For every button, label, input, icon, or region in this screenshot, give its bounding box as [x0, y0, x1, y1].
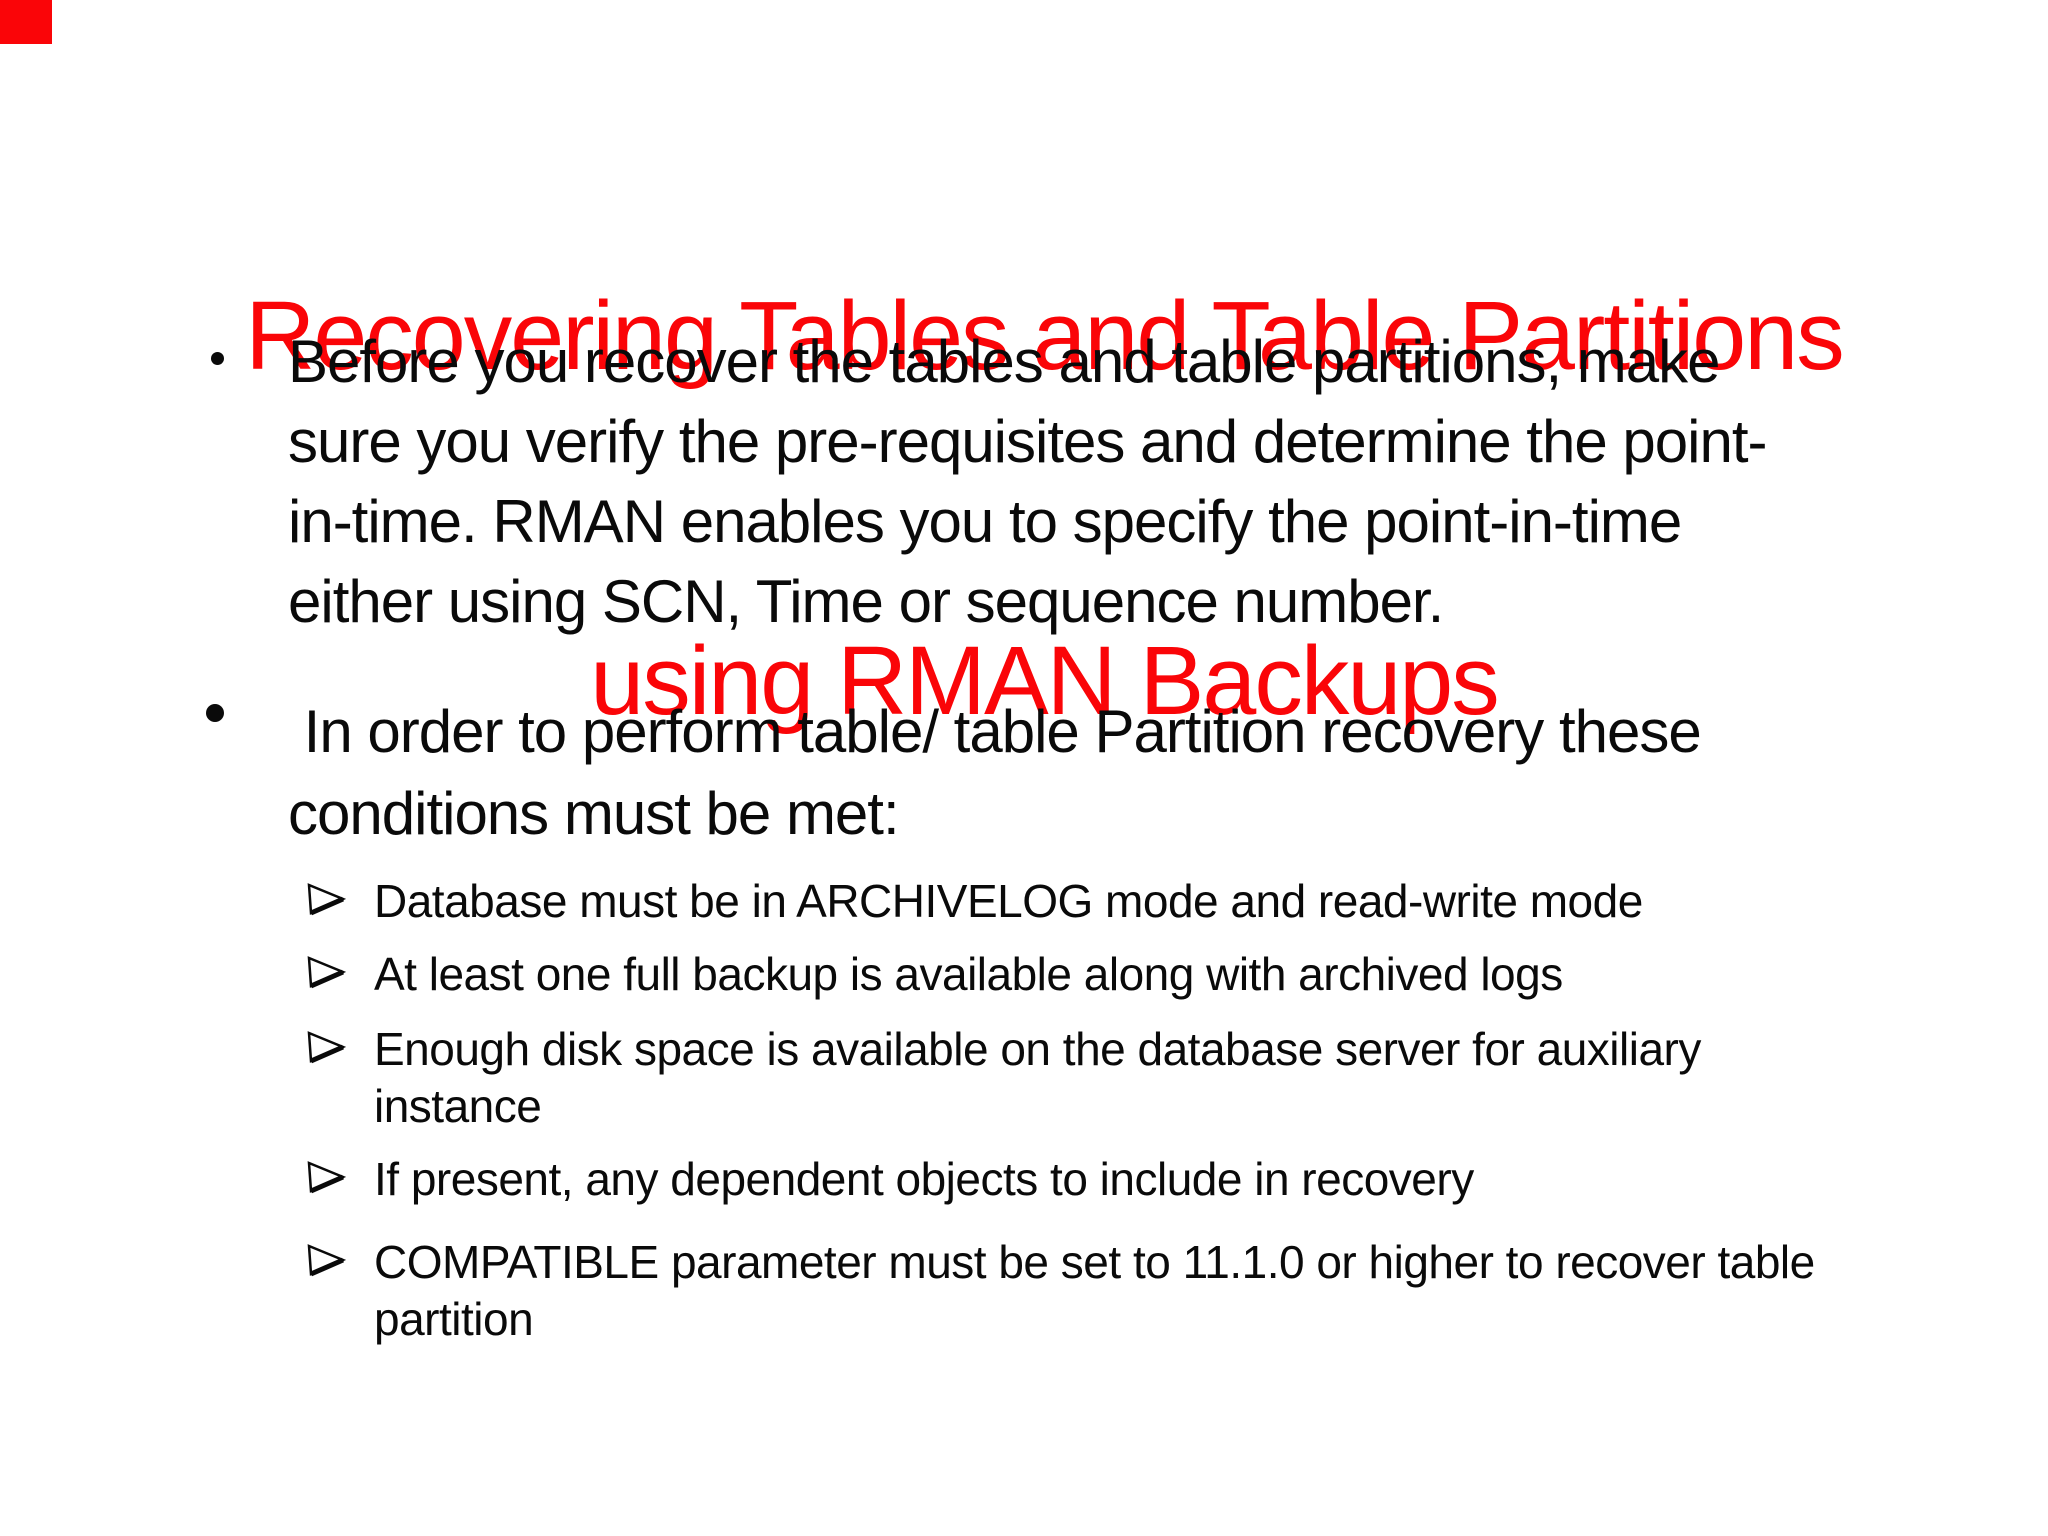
- sub-bullet-text: COMPATIBLE parameter must be set to 11.1…: [374, 1234, 1815, 1348]
- bullet-line: either using SCN, Time or sequence numbe…: [288, 568, 1444, 635]
- sub-bullet-text: Enough disk space is available on the da…: [374, 1021, 1701, 1135]
- sub-bullet-line: If present, any dependent objects to inc…: [374, 1153, 1474, 1205]
- slide-title: Recovering Tables and Table Partitions u…: [20, 48, 2048, 968]
- corner-red-block: [0, 0, 52, 44]
- sub-bullet-text: If present, any dependent objects to inc…: [374, 1151, 1474, 1208]
- slide-title-line-1: Recovering Tables and Table Partitions: [245, 281, 1844, 390]
- bullet-dot: [206, 704, 224, 722]
- sub-bullet-line: COMPATIBLE parameter must be set to 11.1…: [374, 1236, 1815, 1288]
- bullet-paragraph: Before you recover the tables and table …: [288, 322, 2008, 642]
- sub-bullet-line: Enough disk space is available on the da…: [374, 1023, 1701, 1075]
- bullet-line: sure you verify the pre-requisites and d…: [288, 408, 1767, 475]
- sub-bullet-line: At least one full backup is available al…: [374, 948, 1563, 1000]
- arrow-bullet-icon: [307, 883, 346, 916]
- bullet-dot: [211, 352, 224, 365]
- sub-bullet-item: COMPATIBLE parameter must be set to 11.1…: [306, 1234, 1815, 1348]
- arrow-bullet-icon: [307, 1244, 346, 1277]
- sub-bullet-text: Database must be in ARCHIVELOG mode and …: [374, 873, 1643, 930]
- sub-bullet-line: partition: [374, 1293, 534, 1345]
- sub-bullet-item: At least one full backup is available al…: [306, 946, 1563, 1003]
- arrow-bullet-icon: [307, 956, 346, 989]
- bullet-line: conditions must be met:: [288, 780, 900, 847]
- sub-bullet-item: If present, any dependent objects to inc…: [306, 1151, 1474, 1208]
- bullet-line: in-time. RMAN enables you to specify the…: [288, 488, 1682, 555]
- bullet-line: In order to perform table/ table Partiti…: [288, 698, 1702, 765]
- arrow-bullet-icon: [307, 1031, 346, 1064]
- slide-title-line-2: using RMAN Backups: [590, 626, 1499, 735]
- bullet-line: Before you recover the tables and table …: [288, 328, 1721, 395]
- sub-bullet-line: Database must be in ARCHIVELOG mode and …: [374, 875, 1643, 927]
- sub-bullet-item: Enough disk space is available on the da…: [306, 1021, 1701, 1135]
- arrow-bullet-icon: [307, 1161, 346, 1194]
- sub-bullet-item: Database must be in ARCHIVELOG mode and …: [306, 873, 1643, 930]
- bullet-paragraph: In order to perform table/ table Partiti…: [288, 691, 2008, 855]
- sub-bullet-line: instance: [374, 1080, 542, 1132]
- sub-bullet-text: At least one full backup is available al…: [374, 946, 1563, 1003]
